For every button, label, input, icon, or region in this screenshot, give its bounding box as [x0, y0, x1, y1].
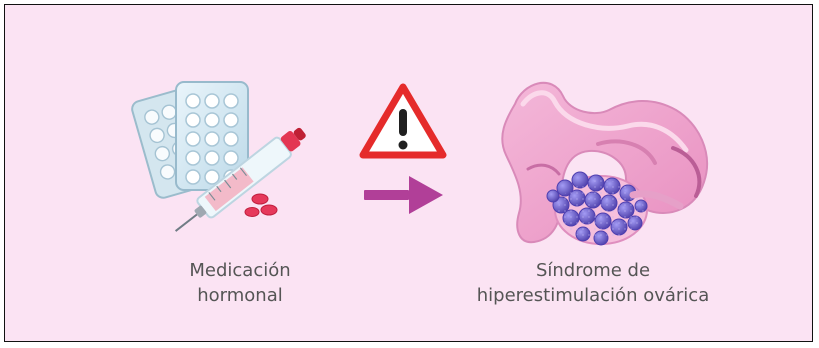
syndrome-caption-line1: Síndrome de	[535, 260, 651, 281]
syndrome-caption-line2: hiperestimulación ovárica	[476, 285, 710, 306]
diagram-frame: Medicación hormonal Síndrome de hiperest…	[4, 4, 813, 342]
medication-caption-line2: hormonal	[197, 285, 283, 306]
enlarged-ovary-icon	[501, 81, 709, 246]
medication-caption-line1: Medicación	[189, 260, 291, 281]
right-arrow-icon	[364, 176, 443, 214]
medication-caption: Medicación hormonal	[145, 258, 335, 308]
syndrome-caption: Síndrome de hiperestimulación ovárica	[443, 258, 743, 308]
warning-triangle-icon	[359, 83, 447, 159]
pill-blister-syringe-icon	[131, 81, 306, 232]
diagram-scene	[131, 81, 709, 246]
